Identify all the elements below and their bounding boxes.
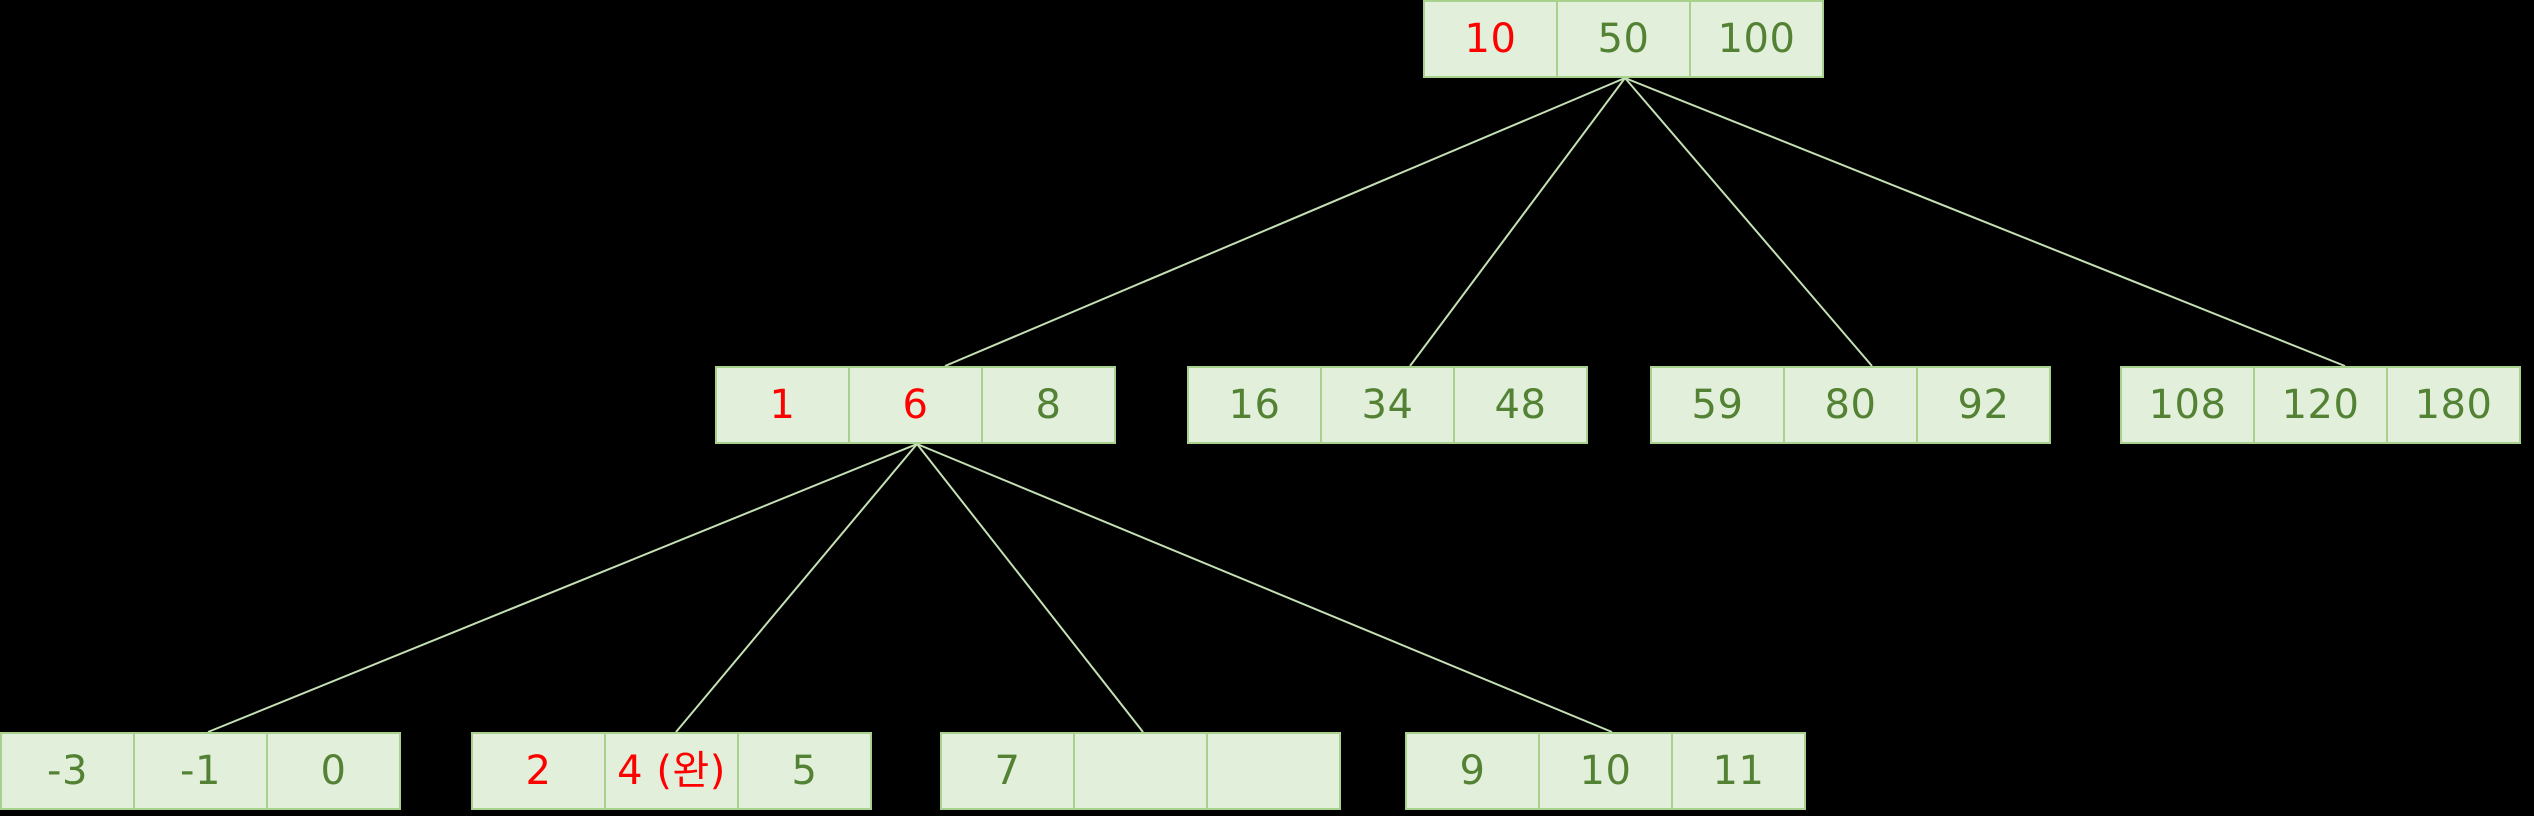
internal-node-3-cell-1: 59: [1650, 366, 1785, 444]
leaf-node-3-cell-2: [1073, 732, 1208, 810]
leaf-node-4-cell-1: 9: [1405, 732, 1540, 810]
edge-root-to-internal-node-3: [1624, 77, 1873, 367]
root-node-cell-3: 100: [1689, 0, 1824, 78]
leaf-node-3-cell-1: 7: [940, 732, 1075, 810]
root-node-cell-1: 10: [1423, 0, 1558, 78]
internal-node-1-cell-2: 6: [848, 366, 983, 444]
leaf-node-2-cell-3: 5: [737, 732, 872, 810]
edge-internal-node-1-to-leaf-node-4: [916, 443, 1613, 733]
leaf-node-4-cell-3: 11: [1671, 732, 1806, 810]
internal-node-3-cell-3: 92: [1916, 366, 2051, 444]
internal-node-1-cell-1: 1: [715, 366, 850, 444]
internal-node-1-cell-3: 8: [981, 366, 1116, 444]
leaf-node-3: 7: [940, 732, 1341, 810]
internal-node-4-cell-1: 108: [2120, 366, 2255, 444]
edge-root-to-internal-node-4: [1624, 77, 2346, 367]
root-node-cell-2: 50: [1556, 0, 1691, 78]
leaf-node-1-cell-2: -1: [133, 732, 268, 810]
edge-root-to-internal-node-1: [944, 77, 1626, 367]
internal-node-2-cell-1: 16: [1187, 366, 1322, 444]
edge-root-to-internal-node-2: [1409, 77, 1626, 367]
leaf-node-3-cell-3: [1206, 732, 1341, 810]
internal-node-2-cell-3: 48: [1453, 366, 1588, 444]
leaf-node-1-cell-3: 0: [266, 732, 401, 810]
leaf-node-4-cell-2: 10: [1538, 732, 1673, 810]
edge-internal-node-1-to-leaf-node-3: [916, 443, 1144, 733]
leaf-node-2-cell-2: 4 (완): [604, 732, 739, 810]
internal-node-4-cell-2: 120: [2253, 366, 2388, 444]
internal-node-3-cell-2: 80: [1783, 366, 1918, 444]
leaf-node-1-cell-1: -3: [0, 732, 135, 810]
internal-node-2-cell-2: 34: [1320, 366, 1455, 444]
edge-internal-node-1-to-leaf-node-2: [675, 443, 918, 733]
internal-node-4-cell-3: 180: [2386, 366, 2521, 444]
edge-internal-node-1-to-leaf-node-1: [207, 443, 918, 733]
leaf-node-2-cell-1: 2: [471, 732, 606, 810]
